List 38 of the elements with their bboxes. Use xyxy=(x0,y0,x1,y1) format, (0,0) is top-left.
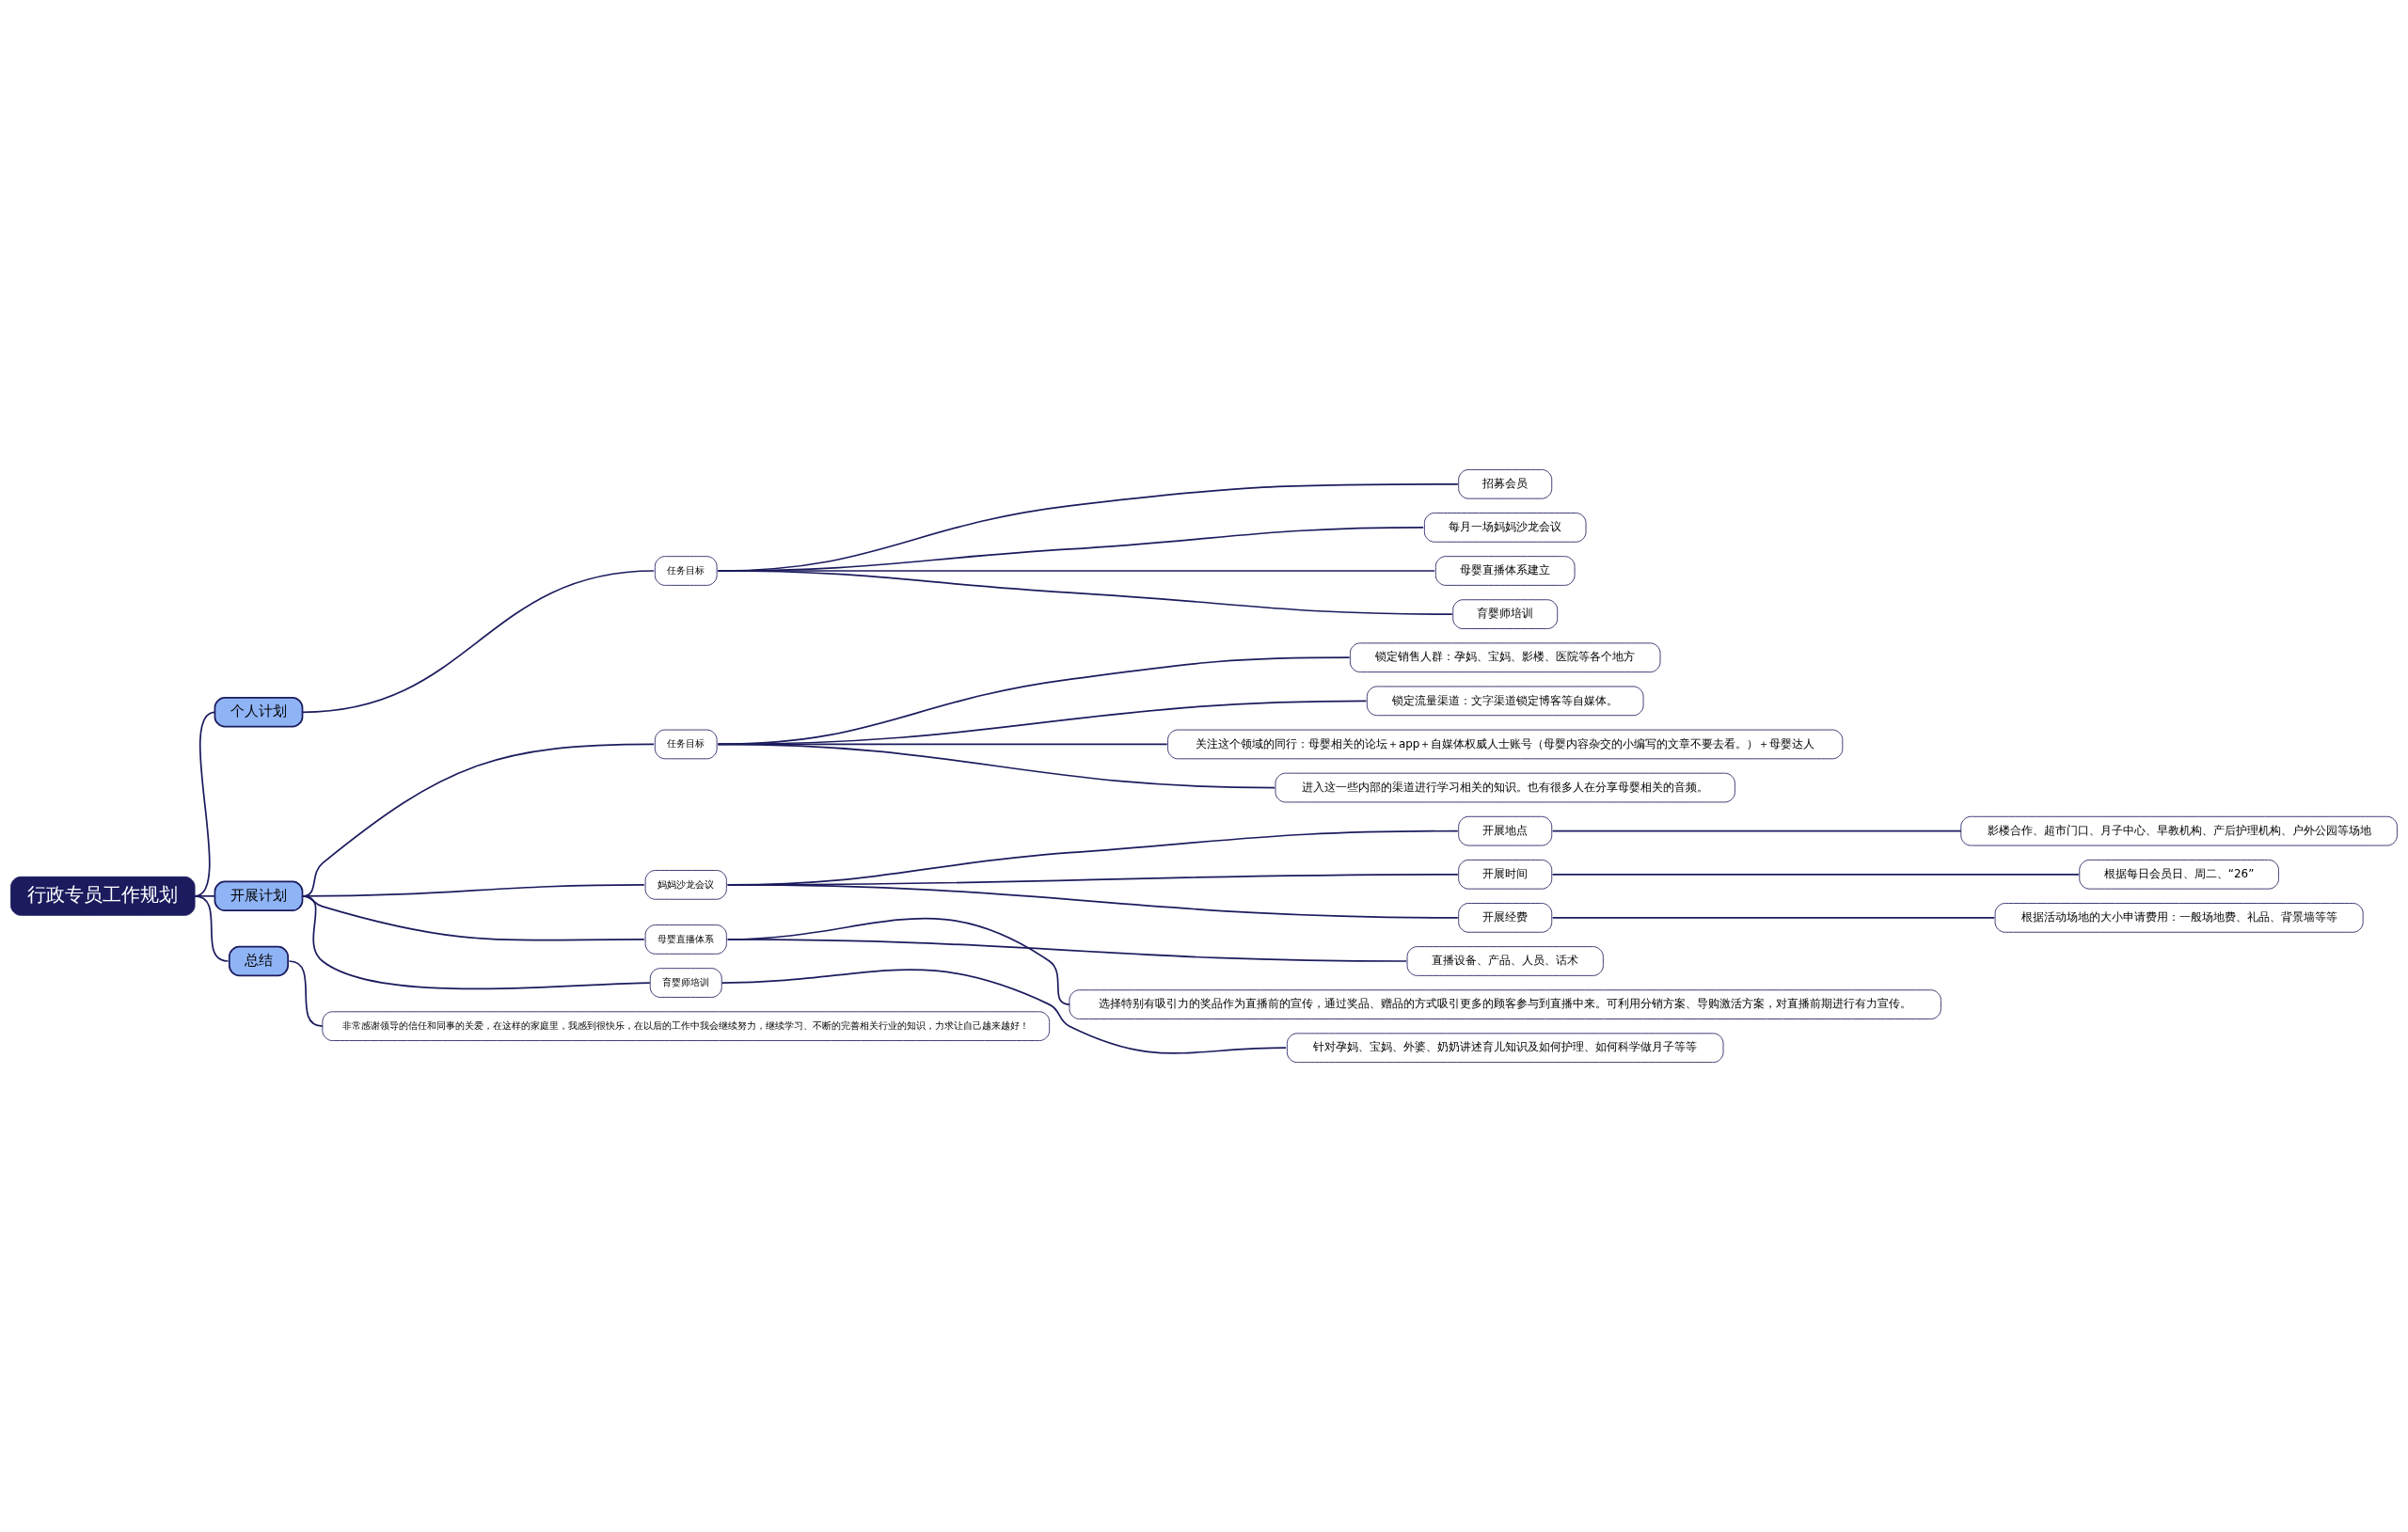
node-box: 直播设备、产品、人员、话术 xyxy=(1406,946,1604,976)
node-box: 影楼合作、超市门口、月子中心、早教机构、产后护理机构、户外公园等场地 xyxy=(1960,815,2398,846)
connector xyxy=(288,960,324,1027)
node-box: 任务目标 xyxy=(654,729,718,760)
node-box: 每月一场妈妈沙龙会议 xyxy=(1423,513,1587,543)
connector xyxy=(726,917,1070,1005)
connector xyxy=(1551,917,1996,919)
node-box: 根据每日会员日、周二、“26” xyxy=(2079,859,2279,890)
node-box: 选择特别有吸引力的奖品作为直播前的宣传，通过奖品、赠品的方式吸引更多的顾客参与到直播中来。可利用分销方案、导购激活方案，对直播前期进行有力宣传。 xyxy=(1069,989,1941,1019)
node-box: 关注这个领域的同行：母婴相关的论坛＋app＋自媒体权威人士账号（母婴内容杂交的小编写的文章不要去看。）＋母婴达人 xyxy=(1167,729,1844,760)
node-box: 非常感谢领导的信任和同事的关爱，在这样的家庭里，我感到很快乐，在以后的工作中我会继续努力，继续学习、不断的完善相关行业的知识，力求让自己越来越好！ xyxy=(322,1011,1051,1041)
node-box: 招募会员 xyxy=(1458,469,1553,499)
node-box: 育婴师培训 xyxy=(649,968,722,998)
node-box: 任务目标 xyxy=(654,556,718,586)
node-box: 进入这一些内部的渠道进行学习相关的知识。也有很多人在分享母婴相关的音频。 xyxy=(1275,772,1735,803)
connector xyxy=(1551,873,2080,876)
node-box: 根据活动场地的大小申请费用：一般场地费、礼品、背景墙等等 xyxy=(1994,903,2364,933)
node-box: 开展地点 xyxy=(1458,815,1553,846)
node-box: 针对孕妈、宝妈、外婆、奶奶讲述育儿知识及如何护理、如何科学做月子等等 xyxy=(1286,1033,1724,1063)
connector xyxy=(194,894,230,962)
node-box: 个人计划 xyxy=(214,697,304,728)
connector xyxy=(726,884,1459,919)
node-box: 妈妈沙龙会议 xyxy=(644,870,727,900)
node-box: 开展经费 xyxy=(1458,903,1553,933)
node-box: 开展计划 xyxy=(214,880,304,912)
connector xyxy=(717,570,1453,615)
node-box: 行政专员工作规划 xyxy=(10,876,196,916)
node-box: 母婴直播体系 xyxy=(644,924,727,955)
node-box: 母婴直播体系建立 xyxy=(1434,556,1576,586)
connector xyxy=(721,969,1287,1054)
node-box: 育婴师培训 xyxy=(1452,599,1559,629)
connector xyxy=(301,570,655,714)
node-box: 锁定销售人群：孕妈、宝妈、影楼、医院等各个地方 xyxy=(1350,642,1661,673)
connector xyxy=(717,743,1275,789)
node-box: 开展时间 xyxy=(1458,859,1553,890)
node-box: 锁定流量渠道：文字渠道锁定博客等自媒体。 xyxy=(1366,686,1644,717)
node-box: 总结 xyxy=(228,945,289,977)
connector xyxy=(1551,829,1962,832)
